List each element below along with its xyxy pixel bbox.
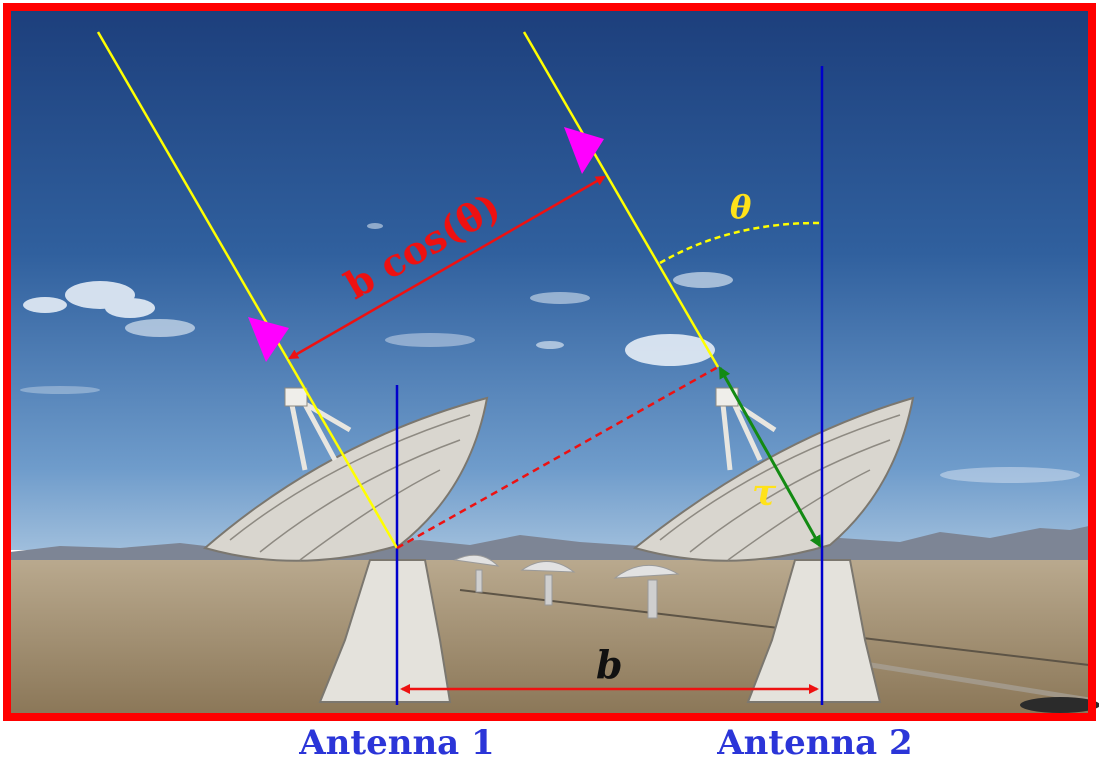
theta-label: θ — [730, 188, 752, 226]
road — [839, 657, 1090, 703]
background-photo — [10, 10, 1099, 714]
baseline-label: b — [596, 642, 623, 687]
ray-1-arrowhead — [248, 317, 289, 362]
rail-track — [459, 589, 1090, 666]
delay-arrow — [718, 366, 822, 548]
pit — [1020, 697, 1099, 713]
distant-antennas — [453, 554, 680, 619]
antenna-1-label: Antenna 1 — [298, 723, 494, 760]
sky — [10, 10, 1089, 550]
frame-border — [3, 3, 1096, 721]
delay-label: τ — [752, 472, 777, 514]
wavefront-dashed — [396, 365, 719, 550]
antenna-2-label: Antenna 2 — [716, 723, 912, 760]
ray-1 — [96, 31, 399, 549]
theta-arc — [659, 221, 823, 265]
ray-2-arrowhead — [564, 127, 604, 174]
antenna-1-dish — [202, 387, 489, 703]
projected-baseline-arrow — [288, 175, 606, 360]
ray-2 — [522, 31, 720, 368]
